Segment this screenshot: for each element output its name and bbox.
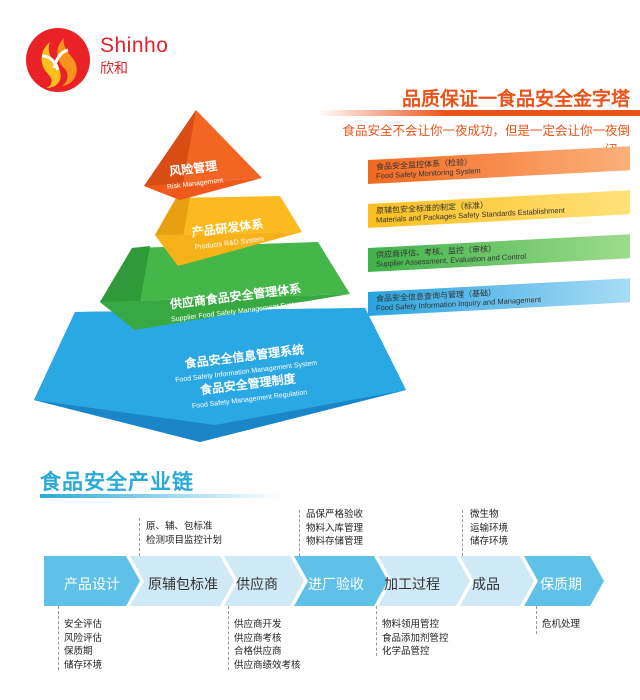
notes-materials: 原、辅、包标准 检测项目监控计划 [146, 520, 222, 547]
notes-processing: 物料领用管控 食品添加剂管控 化学品管控 [382, 618, 449, 659]
notes-incoming: 品保严格验收 物料入库管理 物料存储管理 [306, 508, 363, 549]
note-line: 风险评估 [64, 632, 103, 644]
chain-title: 食品安全产业链 [40, 470, 194, 494]
note-line: 供应商考核 [234, 632, 282, 644]
notes-supplier: 供应商开发 供应商考核 合格供应商 供应商绩效考核 [234, 618, 301, 672]
stage-incoming-inspection: 进厂验收 [308, 577, 364, 593]
pyramid-level-2-front [155, 232, 302, 266]
pyramid-level-2-side [155, 197, 190, 266]
note-line: 安全评估 [64, 619, 103, 630]
notes-finished: 微生物 运输环境 储存环境 [470, 508, 508, 549]
note-line: 合格供应商 [234, 646, 282, 657]
stage-materials-standard: 原辅包标准 [148, 577, 218, 593]
logo-mark [26, 28, 90, 92]
pyramid-level-4-base [34, 390, 406, 442]
note-line: 危机处理 [542, 619, 581, 630]
note-line: 原、辅、包标准 [146, 521, 213, 532]
note-line: 供应商绩效考核 [234, 659, 301, 671]
title-rule [318, 110, 640, 116]
notes-design: 安全评估 风险评估 保质期 储存环境 [64, 618, 102, 672]
note-line: 微生物 [470, 509, 499, 520]
level-1-label: 风险管理 [168, 158, 217, 179]
pyramid-level-3 [100, 242, 350, 302]
note-line: 运输环境 [470, 522, 509, 534]
stage-shelf-life: 保质期 [540, 577, 582, 593]
page-title: 品质保证一食品安全金字塔 [401, 88, 630, 110]
notes-shelf-life: 危机处理 [542, 618, 580, 632]
connector [58, 606, 59, 670]
brand-name-cn: 欣和 [100, 61, 128, 77]
stage-finished-product: 成品 [472, 577, 500, 593]
note-line: 物料领用管控 [382, 619, 440, 630]
note-line: 储存环境 [470, 536, 509, 547]
pyramid-level-3-front [100, 294, 350, 330]
note-line: 供应商开发 [234, 619, 282, 630]
note-line: 品保严格验收 [306, 509, 364, 520]
note-line: 物料入库管理 [306, 522, 364, 534]
chain-segment [224, 556, 304, 606]
stage-processing: 加工过程 [384, 577, 440, 593]
connector [376, 606, 377, 656]
pyramid-level-1-front [144, 178, 262, 200]
pyramid: 风险管理 Risk Management 产品研发体系 Products R&D… [34, 110, 406, 442]
note-line: 检测项目监控计划 [146, 534, 223, 546]
chain-segment [524, 556, 604, 606]
chain-segment [44, 556, 140, 606]
stage-supplier: 供应商 [236, 577, 278, 593]
shinho-logo [24, 26, 92, 94]
pyramid-level-2 [155, 196, 302, 235]
stage-product-design: 产品设计 [64, 577, 120, 593]
note-line: 物料存储管理 [306, 536, 364, 547]
connector [462, 510, 463, 556]
pyramid-level-1-side [144, 110, 196, 200]
chain-segment [460, 556, 534, 606]
note-line: 保质期 [64, 646, 93, 657]
chain-segment [378, 556, 470, 606]
connector [536, 606, 537, 634]
connector [228, 606, 229, 670]
brand-name-en: Shinho [100, 34, 169, 57]
chain-arrow [44, 556, 604, 606]
chain-segment [294, 556, 388, 606]
note-line: 化学品管控 [382, 646, 430, 657]
note-line: 储存环境 [64, 659, 103, 671]
connector [139, 518, 140, 556]
note-line: 食品添加剂管控 [382, 632, 449, 644]
chain-title-rule [40, 494, 280, 498]
connector [299, 510, 300, 556]
chain-segment [130, 556, 234, 606]
